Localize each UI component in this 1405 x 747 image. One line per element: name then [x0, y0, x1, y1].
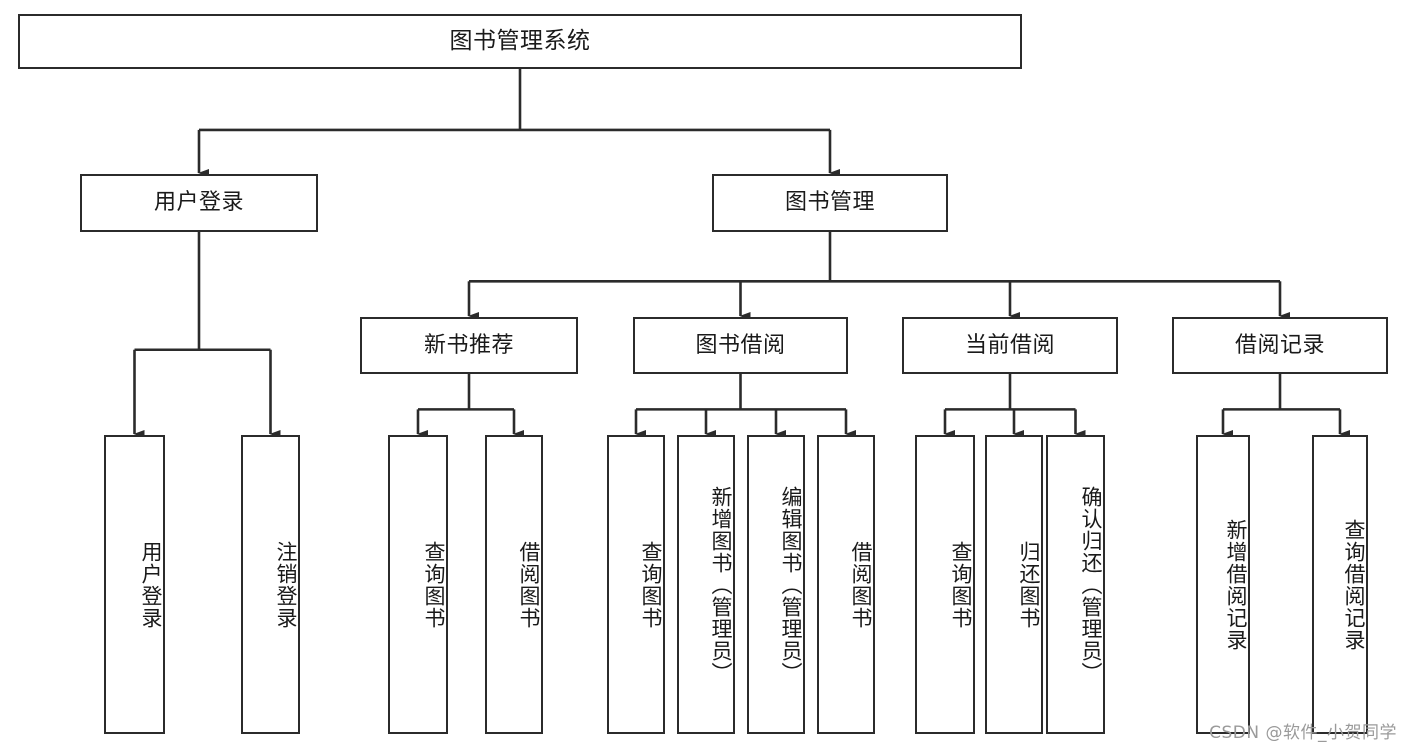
- node-leaf-current-confirm-admin[interactable]: 确认归还（管理员）: [1046, 435, 1105, 734]
- node-label: 归还图书: [1017, 540, 1041, 629]
- node-label: 当前借阅: [964, 332, 1055, 358]
- node-leaf-user-logout[interactable]: 注销登录: [241, 435, 300, 734]
- node-label: 查询图书: [949, 540, 973, 629]
- node-leaf-borrow-add-admin[interactable]: 新增图书（管理员）: [677, 435, 735, 734]
- node-leaf-newbook-query[interactable]: 查询图书: [388, 435, 448, 734]
- node-borrow-record[interactable]: 借阅记录: [1172, 317, 1388, 374]
- node-leaf-user-login[interactable]: 用户登录: [104, 435, 165, 734]
- node-label: 查询借阅记录: [1342, 518, 1366, 651]
- node-leaf-borrow-query[interactable]: 查询图书: [607, 435, 665, 734]
- node-label: 查询图书: [639, 540, 663, 629]
- node-label: 用户登录: [139, 540, 163, 629]
- node-book-borrow[interactable]: 图书借阅: [633, 317, 848, 374]
- node-label: 借阅图书: [849, 540, 873, 629]
- node-leaf-current-query[interactable]: 查询图书: [915, 435, 975, 734]
- node-label: 图书管理: [784, 190, 875, 216]
- node-label: 确认归还（管理员）: [1079, 485, 1103, 684]
- node-current-borrow[interactable]: 当前借阅: [902, 317, 1118, 374]
- node-leaf-record-query[interactable]: 查询借阅记录: [1312, 435, 1368, 734]
- node-label: 编辑图书（管理员）: [779, 485, 803, 684]
- node-label: 图书管理系统: [449, 27, 591, 54]
- node-label: 新增图书（管理员）: [709, 485, 733, 684]
- node-label: 新书推荐: [423, 332, 514, 358]
- node-root[interactable]: 图书管理系统: [18, 14, 1022, 69]
- node-label: 借阅图书: [517, 540, 541, 629]
- node-leaf-current-return[interactable]: 归还图书: [985, 435, 1043, 734]
- watermark: CSDN @软件_小贺同学: [1209, 723, 1397, 743]
- node-leaf-newbook-borrow[interactable]: 借阅图书: [485, 435, 543, 734]
- node-label: 用户登录: [153, 190, 244, 216]
- node-leaf-borrow-edit-admin[interactable]: 编辑图书（管理员）: [747, 435, 805, 734]
- node-user-login[interactable]: 用户登录: [80, 174, 318, 232]
- node-new-book-recommendation[interactable]: 新书推荐: [360, 317, 578, 374]
- node-label: 图书借阅: [695, 332, 786, 358]
- node-leaf-borrow-book[interactable]: 借阅图书: [817, 435, 875, 734]
- node-leaf-record-add[interactable]: 新增借阅记录: [1196, 435, 1250, 734]
- node-label: 借阅记录: [1234, 332, 1325, 358]
- node-book-management[interactable]: 图书管理: [712, 174, 948, 232]
- node-label: 新增借阅记录: [1224, 518, 1248, 651]
- node-label: 注销登录: [274, 540, 298, 629]
- node-label: 查询图书: [422, 540, 446, 629]
